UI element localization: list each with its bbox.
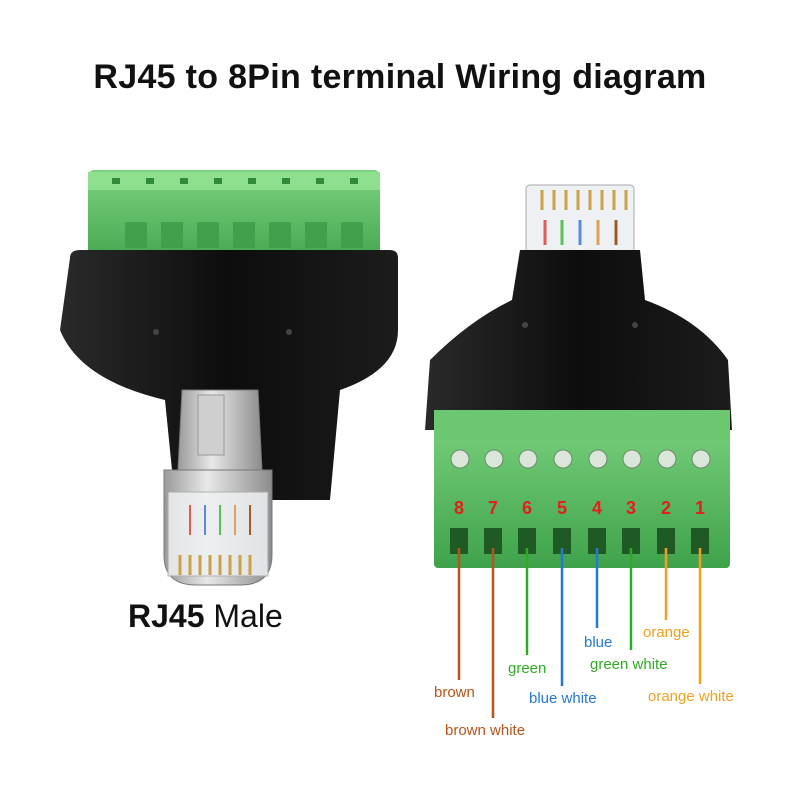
pin-number-4: 4 [592,498,602,518]
wires [457,548,702,718]
pin-number-1: 1 [695,498,705,518]
right-adapter: 8 7 6 5 4 3 2 1 [425,184,732,568]
caption-bold: RJ45 [128,598,205,634]
wire-label-green: green [508,660,546,677]
pin-number-7: 7 [488,498,498,518]
right-terminal-block [434,410,730,568]
wire-label-blue-white: blue white [529,690,597,707]
pin-number-2: 2 [661,498,671,518]
left-rj45-plug [163,389,273,586]
wire-label-brown-white: brown white [445,722,525,739]
adapter-caption: RJ45 Male [128,598,283,635]
wire-labels: brown brown white green blue white blue … [434,624,734,739]
left-adapter-body [60,250,398,500]
pin-number-3: 3 [626,498,636,518]
wire-label-brown: brown [434,684,475,701]
right-adapter-body [425,250,732,430]
pin-number-8: 8 [454,498,464,518]
pin-number-6: 6 [522,498,532,518]
wire-label-orange-white: orange white [648,688,734,705]
wire-label-orange: orange [643,624,690,641]
right-rj45-plug [525,184,635,254]
caption-rest: Male [204,598,283,634]
page-title: RJ45 to 8Pin terminal Wiring diagram [93,58,707,96]
wire-label-blue: blue [584,634,612,651]
left-terminal-block [88,170,380,270]
wire-label-green-white: green white [590,656,668,673]
left-adapter [60,170,398,586]
pin-number-5: 5 [557,498,567,518]
pin-numbers: 8 7 6 5 4 3 2 1 [454,498,705,518]
